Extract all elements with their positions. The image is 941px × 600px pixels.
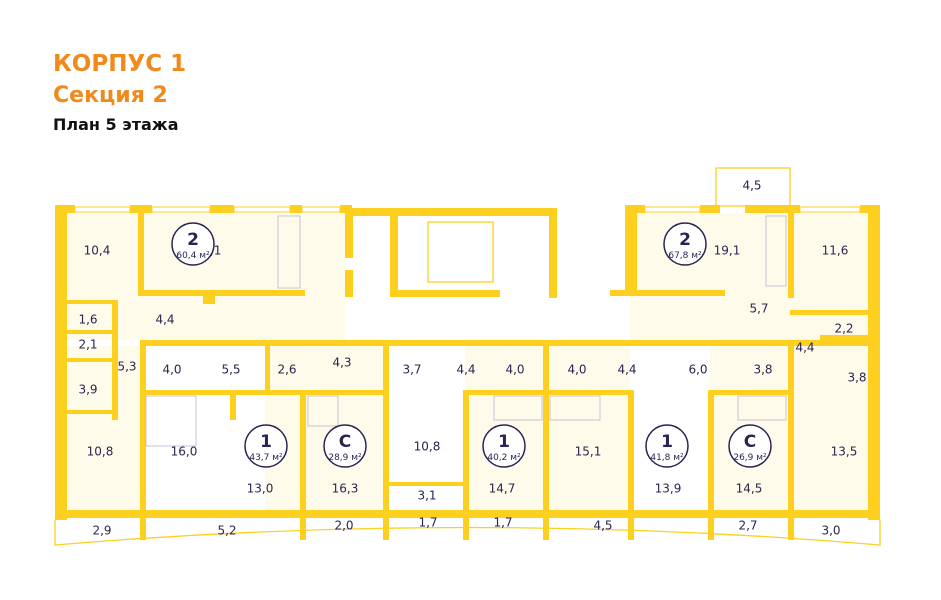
room-area: 13,9 [655, 482, 682, 496]
room-area: 10,8 [414, 440, 441, 454]
balcony-area: 3,0 [821, 524, 840, 538]
apartment-area: 40,2 м² [487, 453, 521, 463]
room-fills [67, 213, 870, 510]
room-area: 11,6 [822, 244, 849, 258]
room-area: 13,5 [831, 445, 858, 459]
room-area: 19,1 [714, 244, 741, 258]
apartment-rooms: С [744, 432, 756, 452]
apartment-rooms: 2 [679, 230, 691, 250]
room-area: 3,9 [78, 383, 97, 397]
room-area: 4,0 [505, 363, 524, 377]
apartment-badge[interactable]: 1 43,7 м² [244, 424, 288, 468]
room-area: 4,3 [332, 356, 351, 370]
apartment-area: 67,8 м² [668, 251, 702, 261]
apartment-rooms: С [339, 432, 351, 452]
room-area: 2,1 [78, 338, 97, 352]
room-area: 14,7 [489, 482, 516, 496]
apartment-rooms: 1 [260, 432, 272, 452]
apartment-rooms: 1 [661, 432, 673, 452]
room-area: 4,4 [155, 313, 174, 327]
balcony-area: 1,7 [493, 516, 512, 530]
room-area: 2,2 [834, 322, 853, 336]
room-area: 1,6 [78, 313, 97, 327]
apartment-area: 28,9 м² [328, 453, 362, 463]
room-area: 15,1 [575, 445, 602, 459]
room-area: 3,1 [417, 489, 436, 503]
room-area: 16,3 [332, 482, 359, 496]
room-area: 3,7 [402, 363, 421, 377]
apartment-rooms: 2 [187, 230, 199, 250]
room-area: 4,0 [567, 363, 586, 377]
room-area: 16,0 [171, 445, 198, 459]
apartment-area: 60,4 м² [176, 251, 210, 261]
room-area: 14,5 [736, 482, 763, 496]
room-area: 13,0 [247, 482, 274, 496]
apartment-badge[interactable]: 1 40,2 м² [482, 424, 526, 468]
room-area: 4,4 [795, 341, 814, 355]
balcony-area: 2,7 [738, 519, 757, 533]
room-area: 5,3 [117, 360, 136, 374]
balcony-area: 4,5 [593, 519, 612, 533]
room-area: 4,4 [456, 363, 475, 377]
room-area: 4,4 [617, 363, 636, 377]
apartment-area: 43,7 м² [249, 453, 283, 463]
apartment-rooms: 1 [498, 432, 510, 452]
room-area: 3,8 [847, 371, 866, 385]
room-area: 10,4 [84, 244, 111, 258]
apartment-badge[interactable]: 2 67,8 м² [663, 222, 707, 266]
room-area: 4,0 [162, 363, 181, 377]
balcony-area: 1,7 [418, 516, 437, 530]
apartment-badge[interactable]: 1 41,8 м² [645, 424, 689, 468]
room-area: 4,5 [742, 179, 761, 193]
apartment-area: 26,9 м² [733, 453, 767, 463]
section-title: Секция 2 [53, 83, 168, 108]
building-title: КОРПУС 1 [53, 51, 187, 77]
room-area: 3,8 [753, 363, 772, 377]
apartment-badge[interactable]: С 26,9 м² [728, 424, 772, 468]
balcony-area: 2,9 [92, 524, 111, 538]
apartment-badge[interactable]: С 28,9 м² [323, 424, 367, 468]
balcony-area: 5,2 [217, 524, 236, 538]
apartment-area: 41,8 м² [650, 453, 684, 463]
room-area: 5,5 [221, 363, 240, 377]
room-area: 5,7 [749, 302, 768, 316]
room-area: 2,6 [277, 363, 296, 377]
balcony-area: 2,0 [334, 519, 353, 533]
walls [55, 205, 880, 540]
bathroom-tiles [145, 215, 787, 447]
floor-plan-title: План 5 этажа [53, 115, 179, 134]
room-area: 6,0 [688, 363, 707, 377]
apartment-badge[interactable]: 2 60,4 м² [171, 222, 215, 266]
room-area: 10,8 [87, 445, 114, 459]
